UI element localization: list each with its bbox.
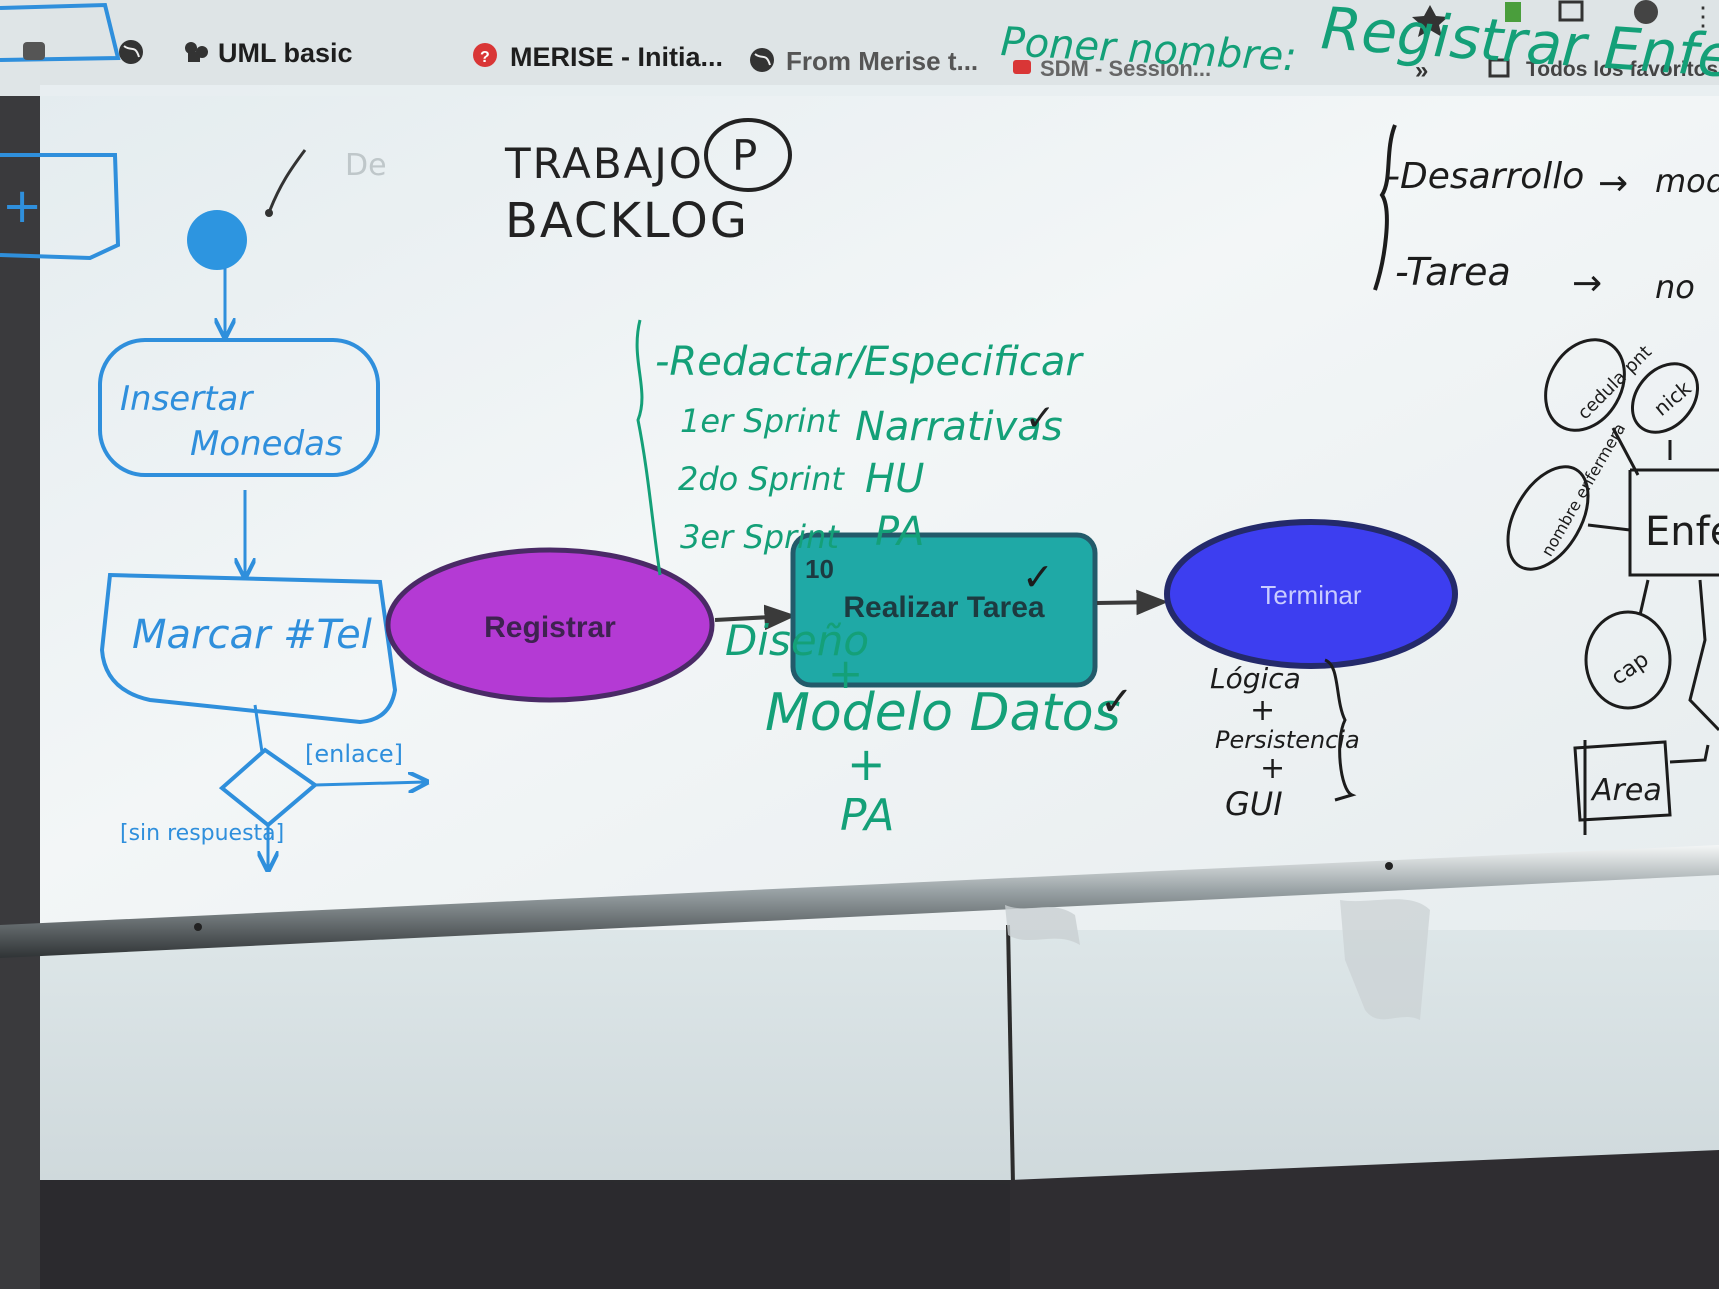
- layer-plus-1: +: [1250, 693, 1275, 728]
- sprint-row-3-label: 3er Sprint: [680, 518, 840, 556]
- sprint-row-1-check: ✓: [1025, 398, 1055, 439]
- upper-whiteboard: [30, 85, 1719, 955]
- sprint-row-1-label: 1er Sprint: [680, 402, 840, 440]
- attribute-oval-4: [1584, 610, 1672, 710]
- bookmark-uml-basic[interactable]: UML basic: [119, 38, 353, 68]
- guard-right: [enlace]: [305, 740, 403, 768]
- node-terminar-label: Terminar: [1260, 580, 1361, 610]
- backlog-badge-circle: [704, 118, 792, 192]
- star-icon[interactable]: [1412, 5, 1448, 37]
- initial-node: [187, 210, 247, 270]
- projected-flow: Registrar 10 Realizar Tarea Terminar: [385, 519, 1458, 703]
- task-plus-2: +: [847, 737, 886, 791]
- guard-left: [sin respuesta]: [120, 821, 284, 846]
- action-insert-coins-line1: Insertar: [120, 379, 254, 419]
- extension-icon[interactable]: [1505, 2, 1521, 22]
- bookmark-label: UML basic: [218, 38, 353, 68]
- layer-persistence: Persistencia: [1215, 726, 1360, 754]
- layer-brace: [1324, 658, 1357, 802]
- sprint-row-1-item: Narrativas: [855, 404, 1063, 450]
- attribute-oval-2: [1630, 362, 1700, 434]
- sprint-brace: [635, 319, 662, 576]
- attribute-oval-1: [1544, 338, 1626, 432]
- task-notes: Diseño + Modelo Datos ✓ ✓ + PA: [725, 557, 1134, 841]
- profile-icon[interactable]: [23, 42, 45, 60]
- bookmark-label: From Merise t...: [786, 46, 978, 76]
- task-data-model-check: ✓: [1100, 679, 1134, 725]
- partial-plus: +: [2, 178, 42, 234]
- backlog-line2: BACKLOG: [505, 193, 749, 249]
- node-registrar-label: Registrar: [484, 611, 616, 644]
- globe-icon: [750, 48, 774, 72]
- right-notes: -Desarrollo → mod -Tarea → no: [1373, 124, 1719, 306]
- sprint-row-2-item: HU: [865, 456, 924, 502]
- sprint-row-2-label: 2do Sprint: [678, 460, 845, 498]
- more-bookmarks-button[interactable]: »: [1415, 57, 1428, 84]
- task-final: PA: [840, 790, 894, 841]
- task-node-check: ✓: [1022, 557, 1054, 599]
- collections-icon[interactable]: [1558, 0, 1584, 22]
- svg-text:?: ?: [480, 49, 490, 66]
- layer-logic: Lógica: [1210, 662, 1301, 695]
- bookmark-sdm[interactable]: SDM - Session...: [1013, 56, 1211, 81]
- layer-gui: GUI: [1225, 785, 1283, 823]
- puzzle-icon: [185, 42, 208, 62]
- node-terminar: [1164, 519, 1458, 669]
- account-icon[interactable]: [1634, 0, 1658, 24]
- activity-diagram: Insertar Monedas Marcar #Tel [enlace] [s…: [98, 210, 425, 868]
- backlog-label: De TRABAJO P BACKLOG: [265, 118, 792, 249]
- right-item-2-target: no: [1655, 268, 1695, 306]
- bookmark-label: MERISE - Initia...: [510, 42, 723, 72]
- right-item-1: -Desarrollo: [1387, 156, 1584, 197]
- entity-label: Enfe: [1645, 509, 1719, 555]
- partial-box: [0, 153, 121, 261]
- backlog-line1: TRABAJO: [504, 139, 704, 188]
- related-entity-label: Area: [1590, 773, 1662, 808]
- node-realizar-tarea-label: Realizar Tarea: [843, 591, 1045, 624]
- task-plus-1: +: [828, 649, 863, 698]
- action-dial-number-label: Marcar #Tel: [132, 612, 372, 658]
- task-design: Diseño: [725, 616, 869, 665]
- right-item-1-target: mod: [1655, 162, 1719, 200]
- layer-notes: Lógica + Persistencia + GUI: [1210, 658, 1360, 823]
- right-item-2-arrow: →: [1572, 263, 1602, 304]
- bookmark-merise[interactable]: ? MERISE - Initia...: [473, 42, 723, 72]
- entity-box: [1628, 468, 1719, 577]
- layer-plus-2: +: [1260, 751, 1285, 786]
- all-favorites-button[interactable]: Todos los favoritos: [1526, 58, 1718, 81]
- right-brace: [1373, 124, 1397, 291]
- browser-bookmarks-bar: UML basic ? MERISE - Initia... From Meri…: [0, 0, 1719, 96]
- node-badge: 10: [805, 554, 834, 584]
- folder-icon: [1488, 58, 1510, 78]
- backlog-badge: P: [732, 131, 757, 180]
- action-insert-coins-line2: Monedas: [190, 424, 343, 464]
- lower-whiteboard: [30, 930, 1719, 1180]
- task-data-model: Modelo Datos: [765, 683, 1121, 743]
- pin-icon: [473, 43, 497, 67]
- right-item-2: -Tarea: [1395, 250, 1511, 294]
- bookmark-icon: [1013, 60, 1031, 74]
- sprint-notes: -Redactar/Especificar 1er Sprint Narrati…: [635, 319, 1084, 576]
- node-realizar-tarea: [790, 532, 1098, 688]
- right-item-1-arrow: →: [1598, 163, 1628, 204]
- related-entity-box: [1573, 740, 1672, 822]
- node-registrar: [385, 547, 715, 703]
- sprint-row-3-item: PA: [875, 509, 925, 555]
- faint-text: De: [345, 148, 387, 183]
- marker-rail: [0, 845, 1719, 958]
- attribute-oval-3: [1506, 465, 1590, 571]
- action-insert-coins: [98, 338, 380, 477]
- bookmark-from-merise[interactable]: From Merise t...: [750, 46, 978, 76]
- globe-icon: [119, 40, 143, 64]
- bookmark-label: SDM - Session...: [1040, 56, 1211, 81]
- sprint-header: -Redactar/Especificar: [655, 339, 1084, 385]
- menu-icon[interactable]: ⋮: [1690, 1, 1716, 31]
